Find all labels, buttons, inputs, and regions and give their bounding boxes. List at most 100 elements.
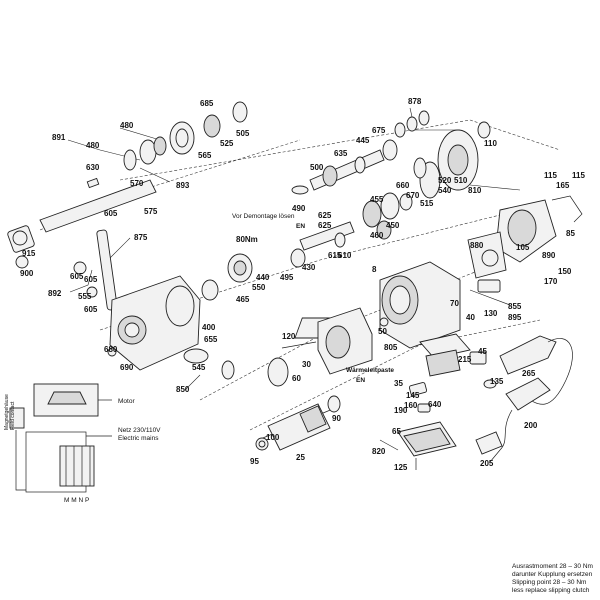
part-number-label: 820: [372, 447, 386, 456]
field-contact-symbol: [9, 407, 25, 429]
part-number-label: 680: [104, 345, 118, 354]
part-number-label: 892: [48, 289, 62, 298]
part-number-label: 80Nm: [236, 235, 258, 244]
text-layer: Vor Demontage lösen EN Wärmeleitpaste EN…: [4, 213, 593, 594]
label-magnetgehaeuse: Magnetgehäuse: [4, 394, 10, 430]
plug-895: [499, 335, 557, 375]
part-number-label: 890: [542, 251, 556, 260]
cable-895: [519, 338, 573, 405]
part-number-label: 810: [468, 186, 482, 195]
washer-878c: [418, 110, 430, 126]
screw-120: [281, 341, 317, 349]
module-45: [469, 351, 487, 365]
clip-555: [86, 286, 98, 298]
gear-670: [380, 192, 400, 220]
part-number-label: 625: [318, 211, 332, 220]
screw-680: [107, 347, 117, 357]
knob-850: [221, 360, 235, 380]
part-number-label: 875: [134, 233, 148, 242]
part-number-label: 115: [572, 171, 585, 180]
part-number-label: 891: [52, 133, 66, 142]
big-gear-group: [394, 110, 491, 199]
label-netz: Netz 230/110V: [118, 427, 161, 434]
wiring-diagram: [9, 383, 112, 493]
part-number-label: 545: [192, 363, 206, 372]
plug-205: [475, 431, 503, 455]
part-number-label: 490: [292, 204, 306, 213]
assembly-line-top: [119, 119, 561, 181]
part-number-label: 200: [524, 421, 538, 430]
ring-520: [413, 157, 427, 179]
part-number-label: 160: [404, 401, 418, 410]
bearing-525: [203, 114, 221, 138]
part-number-label: 850: [176, 385, 190, 394]
part-number-label: 880: [470, 241, 484, 250]
part-number-label: 900: [20, 269, 34, 278]
label-waermeleitpaste-en: EN: [356, 377, 365, 384]
part-number-label: 570: [130, 179, 144, 188]
ring-570: [123, 149, 137, 171]
ring-660: [399, 193, 413, 211]
gear-500: [322, 165, 338, 187]
note-line-4: less replace slipping clutch: [512, 587, 590, 594]
washer-878a: [394, 122, 406, 138]
part-number-label: 480: [120, 121, 134, 130]
part-number-label: 145: [406, 391, 420, 400]
label-demontage: Vor Demontage lösen: [232, 213, 295, 220]
part-number-label: 605: [84, 275, 98, 284]
part-number-label: 60: [292, 374, 301, 383]
part-number-label: 100: [266, 433, 280, 442]
part-number-label: 555: [78, 292, 92, 301]
part-number-label: 510: [454, 176, 468, 185]
leader-875: [107, 237, 131, 261]
part-640: [417, 403, 431, 413]
note-line-3: Slipping point 28 – 30 Nm: [512, 579, 586, 586]
leader-850: [184, 374, 201, 391]
spring-490: [291, 185, 309, 195]
spindle-assembly: [7, 101, 248, 311]
part-number-label: 450: [386, 221, 400, 230]
ring-575: [139, 139, 157, 165]
part-number-label: 50: [378, 327, 387, 336]
ring-135: [483, 379, 497, 389]
part-number-label: 125: [394, 463, 408, 472]
part-number-label: 670: [406, 191, 420, 200]
part-number-label: 605: [104, 209, 118, 218]
armature-core: [267, 403, 331, 451]
part-number-label: 65: [392, 427, 401, 436]
part-number-label: 170: [544, 277, 558, 286]
part-number-label: 45: [478, 347, 487, 356]
part-number-label: 465: [236, 295, 250, 304]
cable-guard-265: [505, 377, 551, 411]
cable-200: [489, 409, 513, 463]
bearing-90: [327, 395, 341, 413]
part-number-label: 640: [428, 400, 442, 409]
part-number-label: 190: [394, 406, 408, 415]
part-number-label: 495: [280, 273, 294, 282]
part-number-label: 215: [458, 355, 472, 364]
leader-893: [139, 167, 171, 183]
leader-892: [69, 269, 93, 293]
part-number-label: 455: [370, 195, 384, 204]
part-number-label: 655: [204, 335, 218, 344]
part-number-label: 445: [356, 136, 370, 145]
part-number-label: 895: [508, 313, 522, 322]
bearing-505: [232, 101, 248, 123]
part-number-label: 515: [420, 199, 434, 208]
label-electric-mains: Electric mains: [118, 435, 159, 442]
spindle-nut-face: [12, 230, 28, 246]
part-number-label: 610: [338, 251, 352, 260]
part-number-label: 690: [120, 363, 134, 372]
part-number-label: 915: [22, 249, 36, 258]
assembly-line-lower: [249, 319, 541, 431]
part-number-label: 660: [396, 181, 410, 190]
washer-915: [15, 255, 29, 269]
label-waermeleitpaste: Wärmeleitpaste: [346, 367, 394, 374]
housing-bore: [165, 285, 195, 327]
baffle-60: [267, 357, 289, 387]
part-number-label: 25: [296, 453, 305, 462]
cable-assembly: [475, 335, 573, 463]
part-number-label: 150: [558, 267, 572, 276]
